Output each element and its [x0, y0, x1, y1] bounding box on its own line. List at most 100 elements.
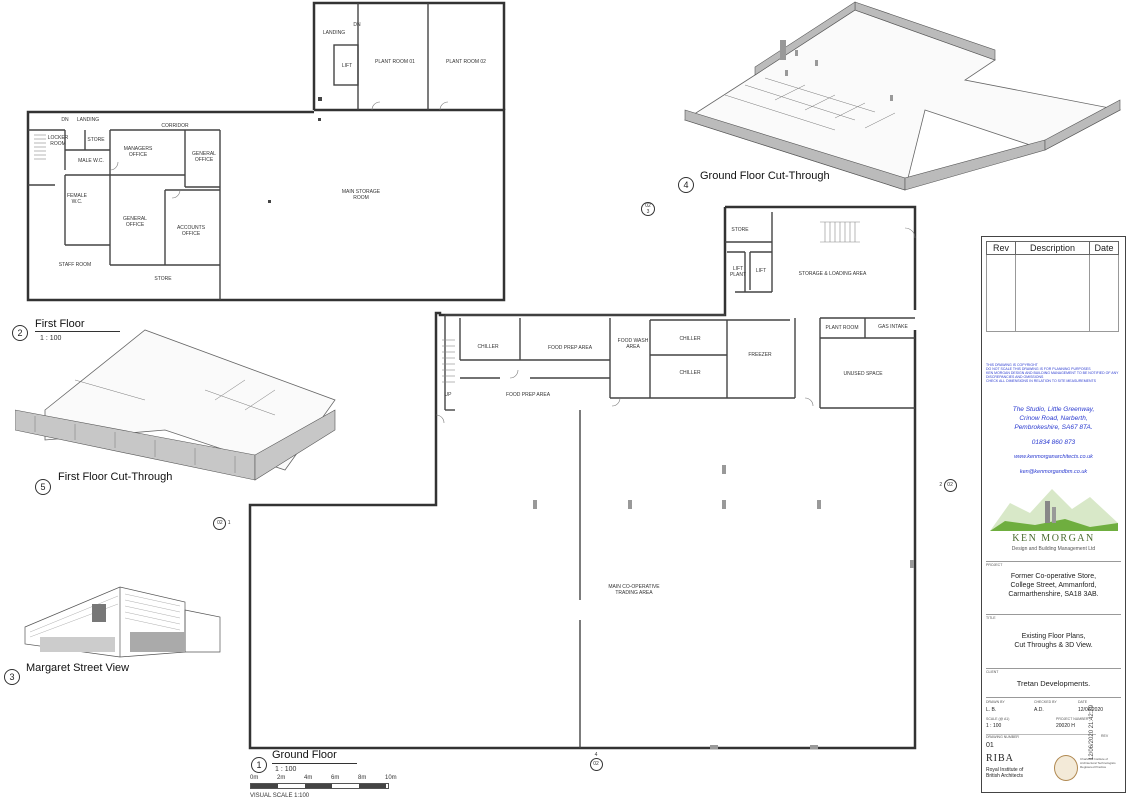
ground-floor-title: Ground Floor [272, 749, 337, 761]
gf-freezer: FREEZER [748, 352, 772, 358]
gf-up: UP [444, 392, 452, 398]
first-floor-title-rule [35, 331, 120, 332]
room-plant-02: PLANT ROOM 02 [446, 59, 486, 65]
room-plant-01: PLANT ROOM 01 [375, 59, 415, 65]
title-block: Rev Description Date THIS DRAWING IS COP… [981, 236, 1126, 793]
first-cut-title: First Floor Cut-Through [58, 471, 173, 483]
gf-storage-loading: STORAGE & LOADING AREA [798, 271, 867, 277]
section-marker-bottom: 4 02 [589, 752, 603, 771]
first-floor-plan [26, 1, 506, 302]
gf-main-trading: MAIN CO-OPERATIVE TRADING AREA [608, 584, 660, 596]
rev-header: Rev [985, 241, 1017, 255]
drawing-number: 01 [986, 742, 994, 749]
ground-floor-title-rule [272, 763, 357, 764]
scale-tick-6: 6m [331, 775, 340, 781]
section-marker-left-num: 02 [213, 517, 227, 530]
title-label: TITLE [986, 614, 1121, 620]
gf-lift-plant: LIFT PLANT [729, 266, 747, 278]
logo-subtitle: Design and Building Management Ltd [1011, 546, 1096, 552]
project-label: PROJECT [986, 561, 1121, 567]
room-male-wc: MALE W.C. [78, 158, 104, 164]
ground-floor-view-number: 1 [251, 757, 267, 773]
room-landing-top: LANDING [322, 30, 346, 36]
client-label: CLIENT [986, 668, 1121, 674]
gf-chiller-2: CHILLER [679, 336, 701, 342]
company-logo [990, 489, 1118, 531]
project-block: Former Co-operative Store, College Stree… [986, 572, 1121, 599]
timestamp: 12/06/2020 21:42:29 [1089, 704, 1095, 760]
rev-label: REV [1101, 734, 1109, 738]
address-line-2: Crinow Road, Narberth, [1019, 415, 1088, 422]
visual-scale: 0m 2m 4m 6m 8m 10m VISUAL SCALE 1:100 [250, 775, 400, 799]
section-marker-left: 02 1 [208, 517, 236, 530]
scale-tick-8: 8m [358, 775, 367, 781]
description-header: Description [1015, 241, 1090, 255]
info-grid: DRAWN BY L. B. CHECKED BY A.D. DATE 12/0… [986, 697, 1121, 764]
first-floor-cut-through-3d [15, 329, 336, 481]
section-marker-bottom-sub: 4 [594, 752, 598, 758]
room-lift-top: LIFT [341, 63, 353, 69]
scale-tick-10: 10m [385, 775, 397, 781]
ground-cut-view-number: 4 [678, 177, 694, 193]
room-female-wc: FEMALE W.C. [66, 193, 87, 205]
ciat-text: Chartered Institute of Architectural Tec… [1080, 757, 1116, 769]
room-corridor: CORRIDOR [161, 123, 189, 129]
room-accounts: ACCOUNTS OFFICE [176, 225, 206, 237]
phone: 01834 860 873 [1031, 439, 1076, 446]
note-2: DO NOT SCALE THIS DRAWING IS FOR PLANNIN… [986, 367, 1091, 371]
project-number-label: PROJECT NUMBER [1056, 717, 1089, 721]
room-main-storage: MAIN STORAGE ROOM [341, 189, 381, 201]
riba-logo: RIBA [986, 753, 1014, 764]
note-4: CHECK ALL DIMENSIONS IN RELATION TO SITE… [986, 379, 1096, 383]
project-line-3: Carmarthenshire, SA18 3AB. [1008, 591, 1099, 598]
section-marker-top: 02 3 [641, 202, 655, 216]
section-marker-right-sub: 2 [939, 482, 943, 488]
address-block: The Studio, Little Greenway, Crinow Road… [986, 405, 1121, 477]
room-landing-left: LANDING [76, 117, 100, 123]
checked-by: A.D. [1034, 707, 1044, 713]
first-floor-title: First Floor [35, 318, 85, 330]
room-locker: LOCKER ROOM [47, 135, 69, 147]
title-line-1: Existing Floor Plans, [1021, 633, 1086, 640]
gf-food-prep-2: FOOD PREP AREA [505, 392, 551, 398]
ground-floor-plan [248, 205, 917, 750]
margaret-street-view-3d [24, 586, 221, 658]
ground-floor-cut-through-3d [684, 1, 1122, 191]
scale-bar [250, 783, 389, 789]
section-marker-bottom-num: 02 [589, 758, 603, 771]
date-label: DATE [1078, 700, 1088, 704]
room-general-1: GENERAL OFFICE [192, 151, 216, 163]
visual-scale-label: VISUAL SCALE 1:100 [250, 793, 310, 799]
scale-label: SCALE (@ A1) [986, 717, 1010, 721]
section-marker-right-num: 02 [943, 479, 957, 492]
first-floor-view-number: 2 [12, 325, 28, 341]
gf-plant-room: PLANT ROOM [825, 325, 859, 331]
logo-name: KEN MORGAN [1012, 533, 1095, 544]
gf-gas-intake: GAS INTAKE [878, 324, 908, 330]
room-staff: STAFF ROOM [58, 262, 92, 268]
room-dn-top: DN [353, 22, 361, 28]
ciat-logo [1054, 755, 1078, 781]
drawing-number-label: DRAWING NUMBER [986, 734, 1096, 739]
gf-unused: UNUSED SPACE [843, 371, 883, 377]
first-floor-scale: 1 : 100 [40, 335, 62, 342]
first-cut-view-number: 5 [35, 479, 51, 495]
date: 12/06/2020 [1078, 707, 1104, 713]
street-view-title: Margaret Street View [26, 662, 130, 674]
project-number: 20020 H [1056, 723, 1075, 729]
title-line-2: Cut Throughs & 3D View. [1014, 642, 1093, 649]
gf-chiller-1: CHILLER [477, 344, 499, 350]
gf-food-prep-1: FOOD PREP AREA [547, 345, 593, 351]
scale-tick-2: 2m [277, 775, 286, 781]
website-link[interactable]: www.kenmorganarchitects.co.uk [1014, 454, 1093, 460]
ground-cut-title: Ground Floor Cut-Through [700, 170, 830, 182]
riba-text-1: Royal Institute of [986, 767, 1024, 773]
email-link[interactable]: ken@kenmorgandbm.co.uk [1019, 469, 1088, 475]
gf-store: STORE [731, 227, 749, 233]
gf-chiller-3: CHILLER [679, 370, 701, 376]
scale-tick-0: 0m [250, 775, 259, 781]
address-line-3: Pembrokeshire, SA67 8TA. [1014, 424, 1093, 431]
drawn-by: L. B. [986, 707, 997, 713]
room-managers: MANAGERS OFFICE [123, 146, 153, 158]
